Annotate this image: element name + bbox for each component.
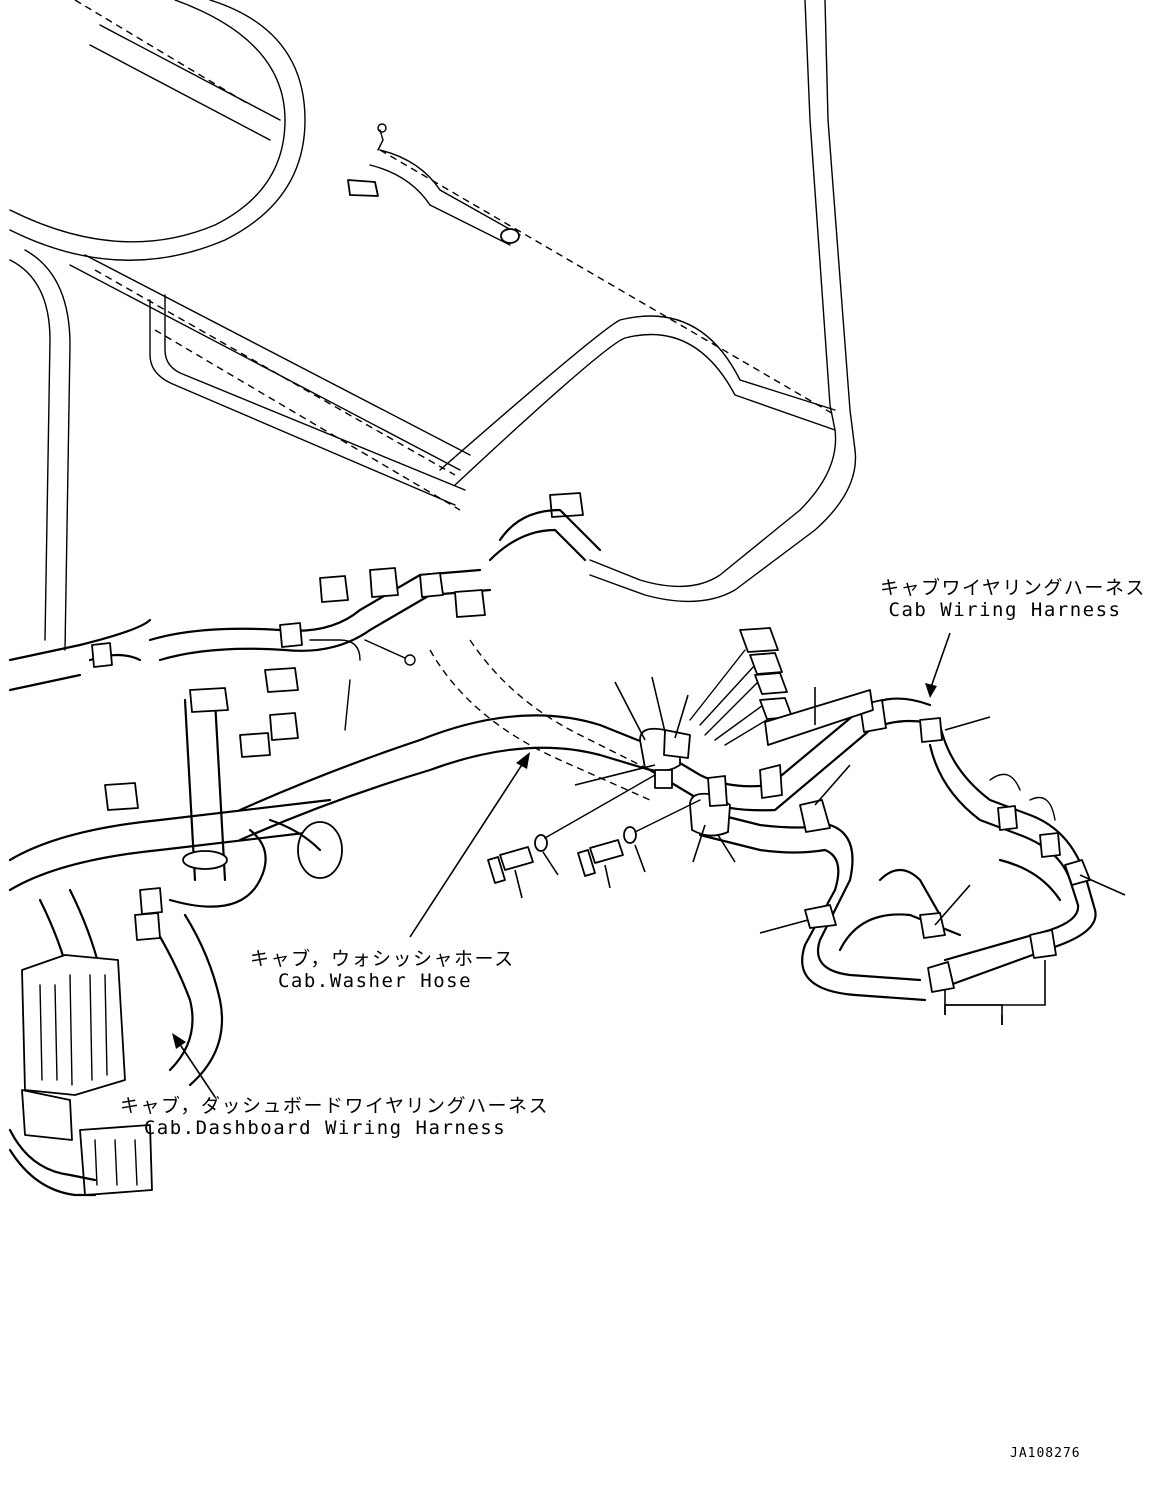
bolt-head-icon <box>577 849 596 877</box>
cab-dashboard-wiring-harness-label-en: Cab.Dashboard Wiring Harness <box>143 1117 507 1139</box>
bolt-head-icon <box>487 856 506 884</box>
clamp-icon <box>927 961 955 993</box>
cab-dashboard-wiring-harness-label: キャブ，ダッシュボードワイヤリングハーネス Cab.Dashboard Wiri… <box>120 1095 549 1139</box>
connector-icon <box>139 887 163 915</box>
washer-icon <box>534 834 548 852</box>
clamp-icon <box>654 769 673 789</box>
connector-icon <box>749 652 783 675</box>
connector-icon <box>739 627 779 653</box>
washer-icon <box>623 826 637 844</box>
connector-icon <box>1064 859 1091 886</box>
dashboard-harness-bundle <box>8 568 652 1087</box>
cab-wiring-harness-label-jp: キャブワイヤリングハーネス <box>880 577 1146 599</box>
grommet-icon <box>182 850 228 870</box>
connector-icon <box>347 179 379 197</box>
cab-washer-hose-label-jp: キャブ，ウォシッシャホース <box>250 948 515 970</box>
connector-icon <box>134 912 161 941</box>
leader-lines <box>514 676 1126 1025</box>
clamp-icon <box>663 729 691 759</box>
connector-icon <box>997 805 1018 831</box>
connector-icon <box>239 732 271 758</box>
cab-washer-hose-label-en: Cab.Washer Hose <box>277 970 473 992</box>
frame-right-drop <box>347 123 857 603</box>
connector-icon <box>91 642 113 668</box>
bolt-shank-icon <box>589 839 624 864</box>
arrowhead-icon <box>925 683 937 698</box>
fuse-box <box>8 954 153 1197</box>
connector-icon <box>189 687 229 713</box>
clamp-icon <box>804 904 837 929</box>
cab-wiring-harness-label-en: Cab Wiring Harness <box>888 599 1122 621</box>
connector-icon <box>264 667 299 693</box>
clamp-icon <box>759 764 783 799</box>
grommet-icon <box>500 228 520 244</box>
connector-icon <box>454 589 486 618</box>
label-arrows <box>172 632 951 1098</box>
connector-icon <box>104 782 139 811</box>
connector-icon <box>1039 832 1061 858</box>
connector-icon <box>549 492 584 518</box>
connector-icon <box>279 622 303 648</box>
bolt-shank-icon <box>499 846 534 871</box>
clamp-icon <box>799 799 831 833</box>
clamp-icon <box>1029 929 1057 959</box>
drawing-number: JA108276 <box>1010 1446 1081 1461</box>
clamp-icon <box>919 912 946 939</box>
connector-icon <box>919 717 943 743</box>
arrowhead-icon <box>172 1033 186 1049</box>
cab-dashboard-wiring-harness-label-jp: キャブ，ダッシュボードワイヤリングハーネス <box>120 1095 549 1117</box>
cab-frame-lines <box>9 0 856 651</box>
cab-wiring-harness <box>639 627 1097 1002</box>
cab-wiring-harness-label: キャブワイヤリングハーネス Cab Wiring Harness <box>880 577 1146 621</box>
connector-icon <box>419 572 444 598</box>
clamp-icon <box>707 775 728 807</box>
bracket-icon <box>764 689 874 746</box>
arrowhead-icon <box>516 752 530 769</box>
connector-icon <box>369 567 399 598</box>
fasteners <box>487 774 701 884</box>
connector-icon <box>269 712 299 741</box>
connector-icon <box>319 575 349 603</box>
cab-washer-hose-label: キャブ，ウォシッシャホース Cab.Washer Hose <box>250 948 515 992</box>
connector-cluster <box>104 492 602 941</box>
connector-icon <box>754 672 788 695</box>
